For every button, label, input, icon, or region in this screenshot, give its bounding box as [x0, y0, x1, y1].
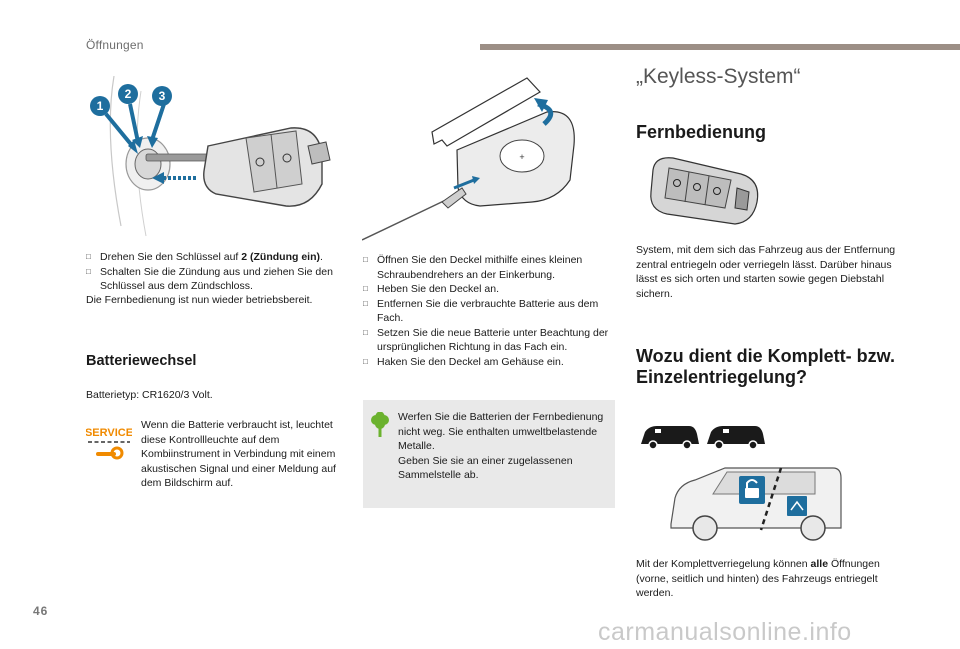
header-rule	[480, 44, 960, 50]
ready-note: Die Fernbedienung ist nun wieder betrieb…	[86, 294, 313, 306]
step-text: Setzen Sie die neue Batterie unter Beach…	[377, 326, 609, 354]
bullet-mark: □	[86, 252, 91, 261]
remote-key-illustration	[645, 152, 765, 232]
environment-note-text: Werfen Sie die Batterien der Fernbedienu…	[398, 411, 604, 481]
vehicle-icons	[637, 420, 777, 452]
step-text: Öffnen Sie den Deckel mithilfe eines kle…	[377, 254, 583, 281]
step-bold: 2 (Zündung ein)	[241, 251, 321, 263]
list-item: □ Haken Sie den Deckel am Gehäuse ein.	[363, 355, 615, 370]
callout-2: 2	[125, 87, 132, 101]
unlock-title: Wozu dient die Komplett- bzw. Einzelentr…	[636, 346, 895, 387]
step-text: Entfernen Sie die verbrauchte Batterie a…	[377, 297, 599, 325]
ignition-key-illustration: 1 2 3	[86, 76, 341, 241]
unlock-text-before: Mit der Komplettverriegelung können	[636, 558, 811, 570]
vehicle-single-unlock-icon	[707, 426, 765, 444]
service-icon-label: SERVICE	[86, 427, 132, 439]
vehicle-full-unlock-icon	[641, 426, 699, 444]
tree-icon	[371, 412, 389, 437]
battery-plus-mark: +	[519, 152, 524, 162]
bullet-mark: □	[363, 255, 368, 264]
battery-title: Batteriewechsel	[86, 353, 197, 369]
service-text: Wenn die Batterie verbraucht ist, leucht…	[141, 419, 336, 489]
ignition-steps: □ Drehen Sie den Schlüssel auf 2 (Zündun…	[86, 250, 348, 294]
battery-replacement-illustration: +	[362, 70, 614, 245]
unlock-text-bold: alle	[810, 558, 829, 570]
page-title: „Keyless-System“	[636, 65, 801, 88]
bullet-mark: □	[363, 327, 368, 337]
remote-description: System, mit dem sich das Fahrzeug aus de…	[636, 244, 896, 300]
list-item: □ Schalten Sie die Zündung aus und ziehe…	[86, 265, 348, 294]
service-warning-icon: SERVICE	[86, 424, 132, 462]
environment-note-box: Werfen Sie die Batterien der Fernbedienu…	[363, 400, 615, 508]
list-item: □ Entfernen Sie die verbrauchte Batterie…	[363, 297, 615, 326]
bullet-mark: □	[363, 298, 368, 308]
unlock-text-after: Öffnungen (vorne, seitlich und hinten) d…	[636, 558, 880, 599]
step-text: Schalten Sie die Zündung aus und ziehen …	[100, 265, 333, 293]
battery-type: Batterietyp: CR1620/3 Volt.	[86, 389, 213, 401]
list-item: □ Setzen Sie die neue Batterie unter Bea…	[363, 326, 615, 355]
bullet-mark: □	[86, 266, 91, 276]
step-suffix: .	[320, 251, 323, 263]
step-text: Heben Sie den Deckel an.	[377, 283, 499, 295]
list-item: □ Öffnen Sie den Deckel mithilfe eines k…	[363, 253, 615, 282]
list-item: □ Heben Sie den Deckel an.	[363, 282, 615, 297]
bullet-mark: □	[363, 284, 368, 293]
remote-title: Fernbedienung	[636, 122, 766, 142]
watermark: carmanualsonline.info	[598, 618, 852, 646]
callout-1: 1	[97, 99, 104, 113]
callout-3: 3	[159, 89, 166, 103]
van-illustration	[665, 462, 845, 547]
step-text: Drehen Sie den Schlüssel auf	[100, 251, 242, 263]
section-header: Öffnungen	[86, 38, 144, 52]
step-text: Haken Sie den Deckel am Gehäuse ein.	[377, 355, 564, 368]
list-item: □ Drehen Sie den Schlüssel auf 2 (Zündun…	[86, 250, 348, 265]
bullet-mark: □	[363, 356, 368, 366]
page-number: 46	[33, 604, 49, 618]
battery-steps: □ Öffnen Sie den Deckel mithilfe eines k…	[363, 253, 615, 369]
unlock-description: Mit der Komplettverriegelung können alle…	[636, 557, 898, 601]
